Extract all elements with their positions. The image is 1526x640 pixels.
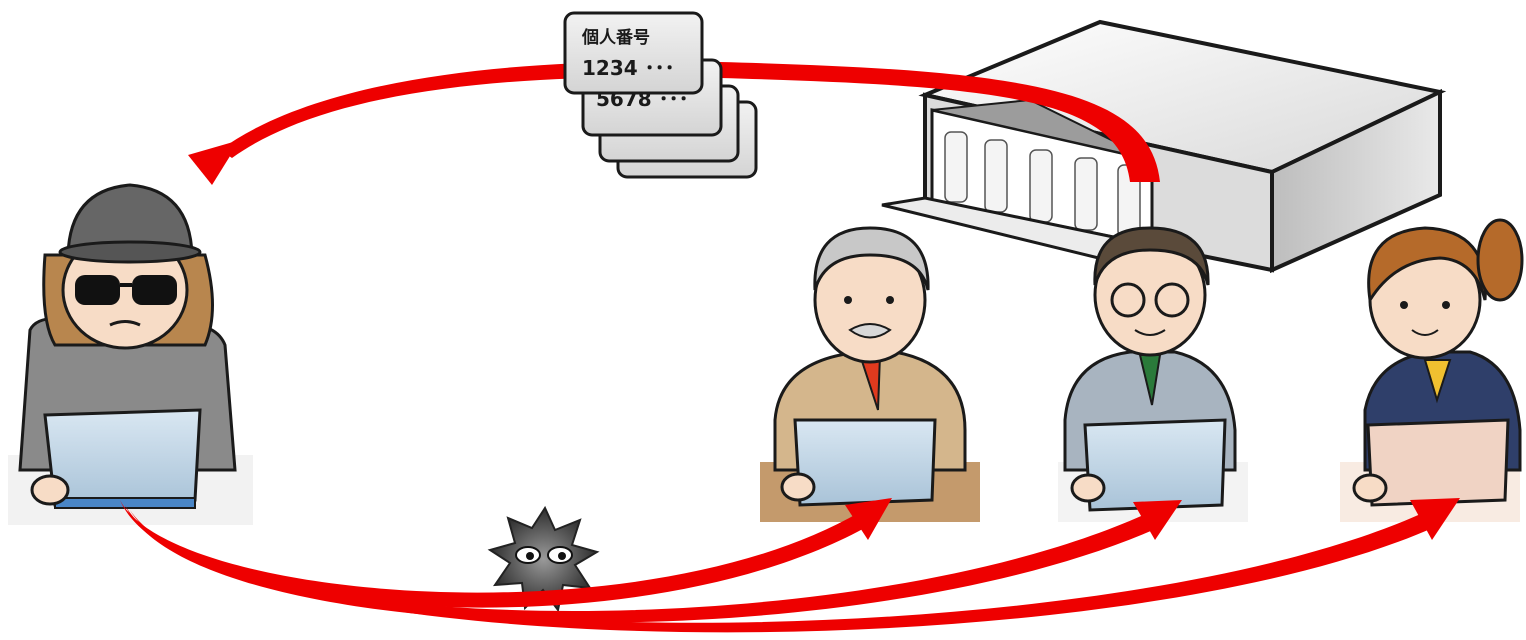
attack-arrow-2 [125, 500, 1182, 623]
elder-man-icon [760, 228, 980, 522]
personal-number-cards: ･･････ ･･････ 5678 ･･･ 個人番号 1234 ･･･ [565, 13, 756, 177]
man-glasses-icon [1058, 228, 1248, 522]
card-title: 個人番号 [581, 27, 650, 48]
card-1: 個人番号 1234 ･･･ [565, 13, 702, 93]
hacker-icon [8, 185, 253, 525]
card-1-line: 1234 ･･･ [582, 56, 675, 80]
woman-icon [1340, 220, 1522, 522]
